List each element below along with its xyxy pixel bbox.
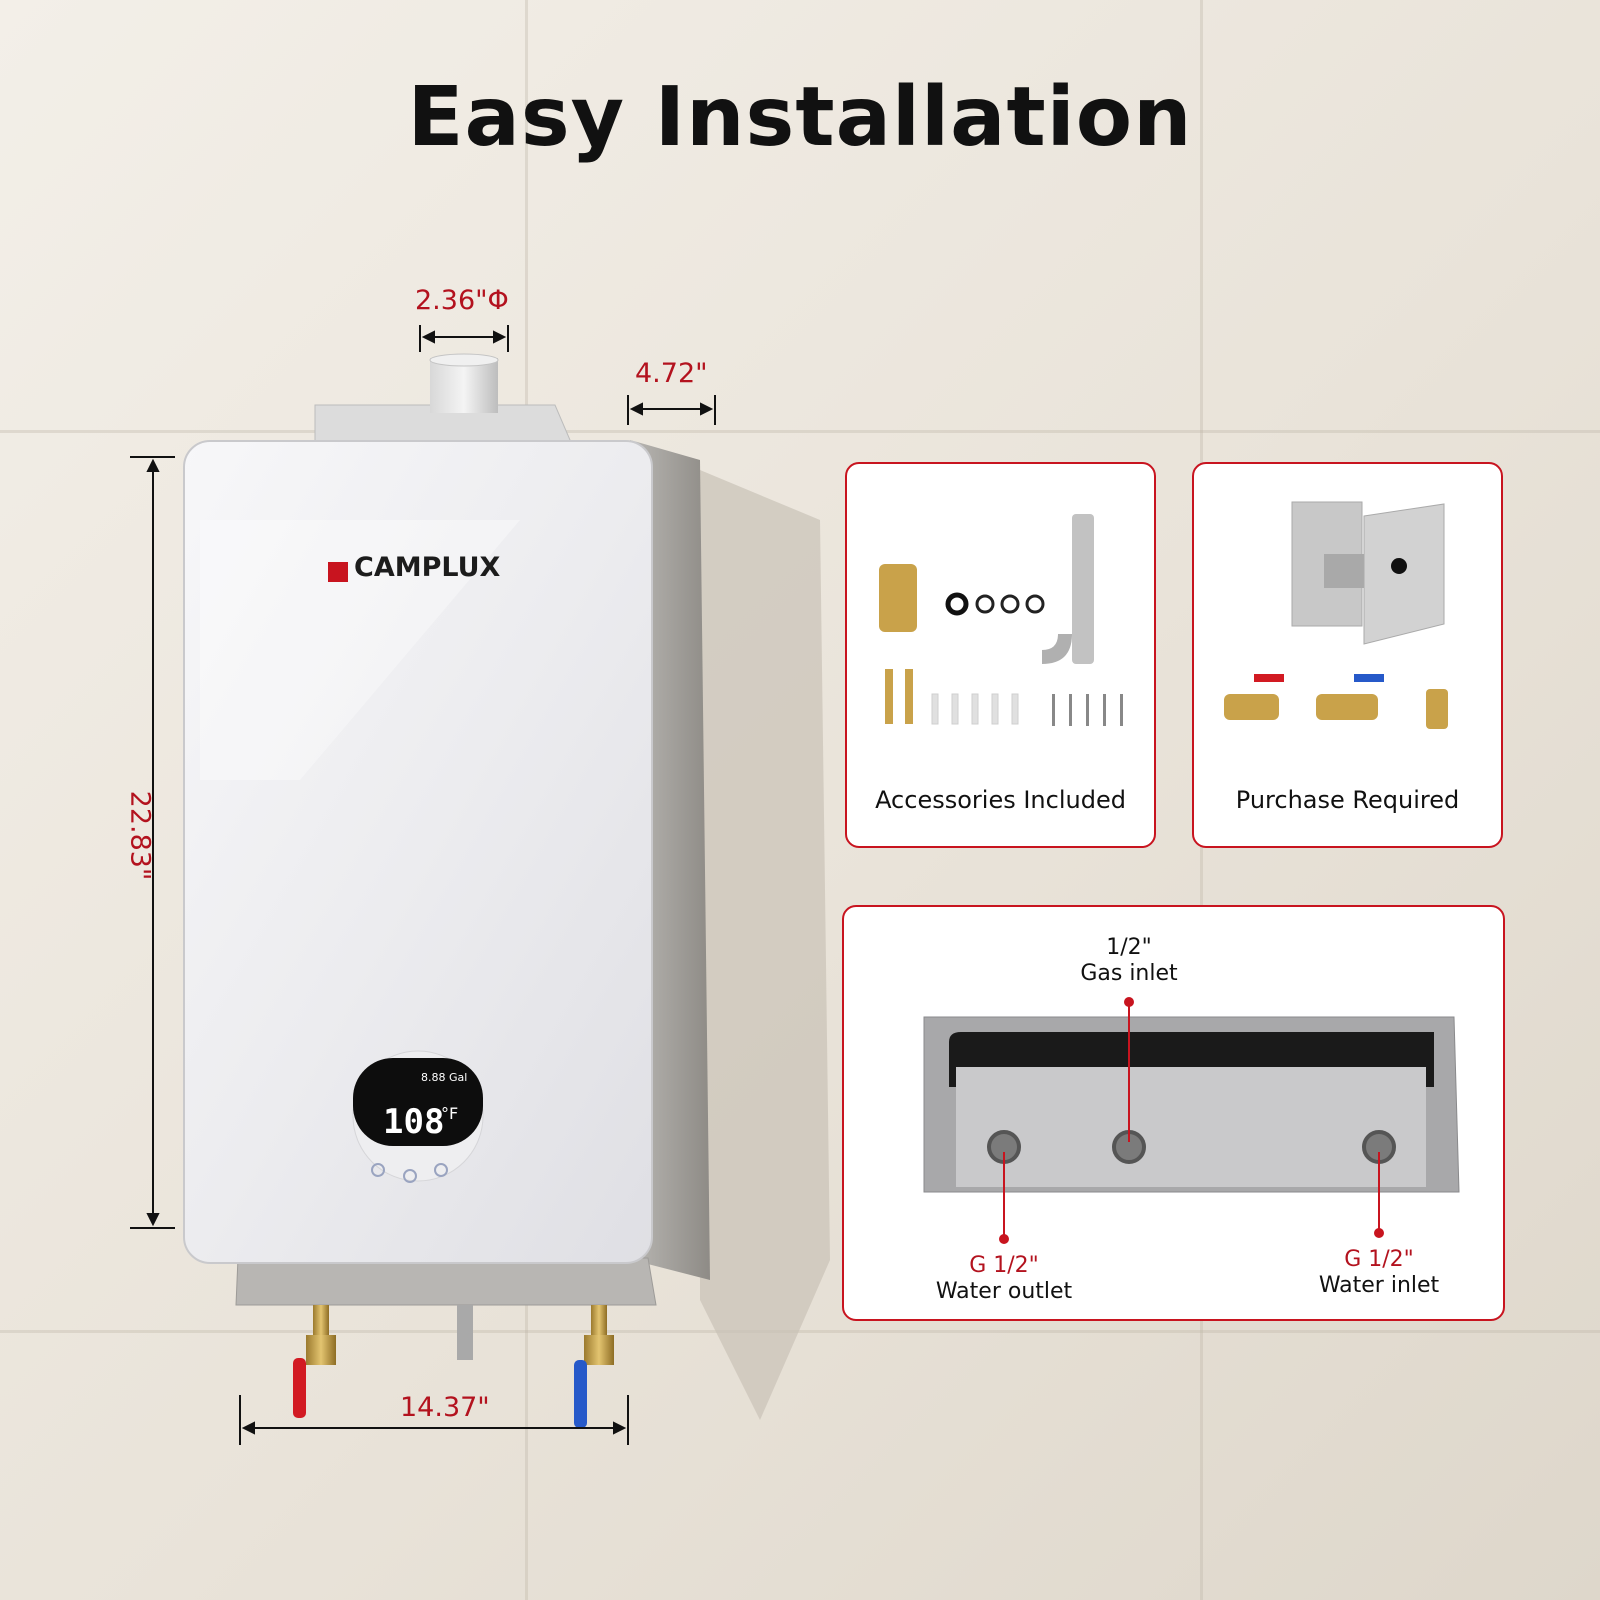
- depth-label: 4.72": [635, 358, 708, 389]
- power-button-icon[interactable]: [403, 1169, 417, 1183]
- water-outlet-label: G 1/2" Water outlet: [935, 1253, 1073, 1304]
- gas-connector-icon: [457, 1305, 473, 1360]
- lcd-flow: 8.88 Gal: [421, 1071, 468, 1084]
- brand-logo-icon: [328, 562, 348, 582]
- purchase-icon: [1224, 501, 1448, 729]
- accessories-card: Accessories Included: [845, 462, 1156, 848]
- unit-shadow: [700, 470, 830, 1420]
- gas-inlet-label: 1/2" Gas inlet: [1080, 935, 1178, 986]
- lcd-temperature: 108: [383, 1102, 445, 1142]
- wall-seam: [0, 1330, 1600, 1333]
- flue-diameter-label: 2.36"Φ: [415, 285, 509, 316]
- touch-button-icon[interactable]: [371, 1163, 385, 1177]
- purchase-label: Purchase Required: [1235, 786, 1460, 814]
- touch-button-icon[interactable]: [434, 1163, 448, 1177]
- outlet-valve-icon: [306, 1335, 336, 1365]
- brand-name: CAMPLUX: [354, 552, 501, 583]
- page-title: Easy Installation: [407, 70, 1193, 165]
- bottom-tray: [235, 1257, 657, 1306]
- accessories-icon: [879, 514, 1123, 726]
- flue-pipe: [430, 358, 498, 413]
- width-label: 14.37": [400, 1392, 490, 1423]
- front-panel: [183, 440, 653, 1264]
- accessories-label: Accessories Included: [875, 786, 1126, 814]
- wall-seam: [0, 430, 1600, 433]
- lcd-unit: °F: [441, 1104, 459, 1123]
- lcd-display: [353, 1058, 483, 1146]
- connections-card: 1/2" Gas inlet G 1/2" Water outlet G 1/2…: [842, 905, 1505, 1321]
- purchase-card: Purchase Required: [1192, 462, 1503, 848]
- water-inlet-label: G 1/2" Water inlet: [1318, 1247, 1440, 1298]
- bottom-view-illustration: [923, 997, 1460, 1244]
- inlet-valve-icon: [584, 1335, 614, 1365]
- height-label: 22.83": [124, 790, 156, 881]
